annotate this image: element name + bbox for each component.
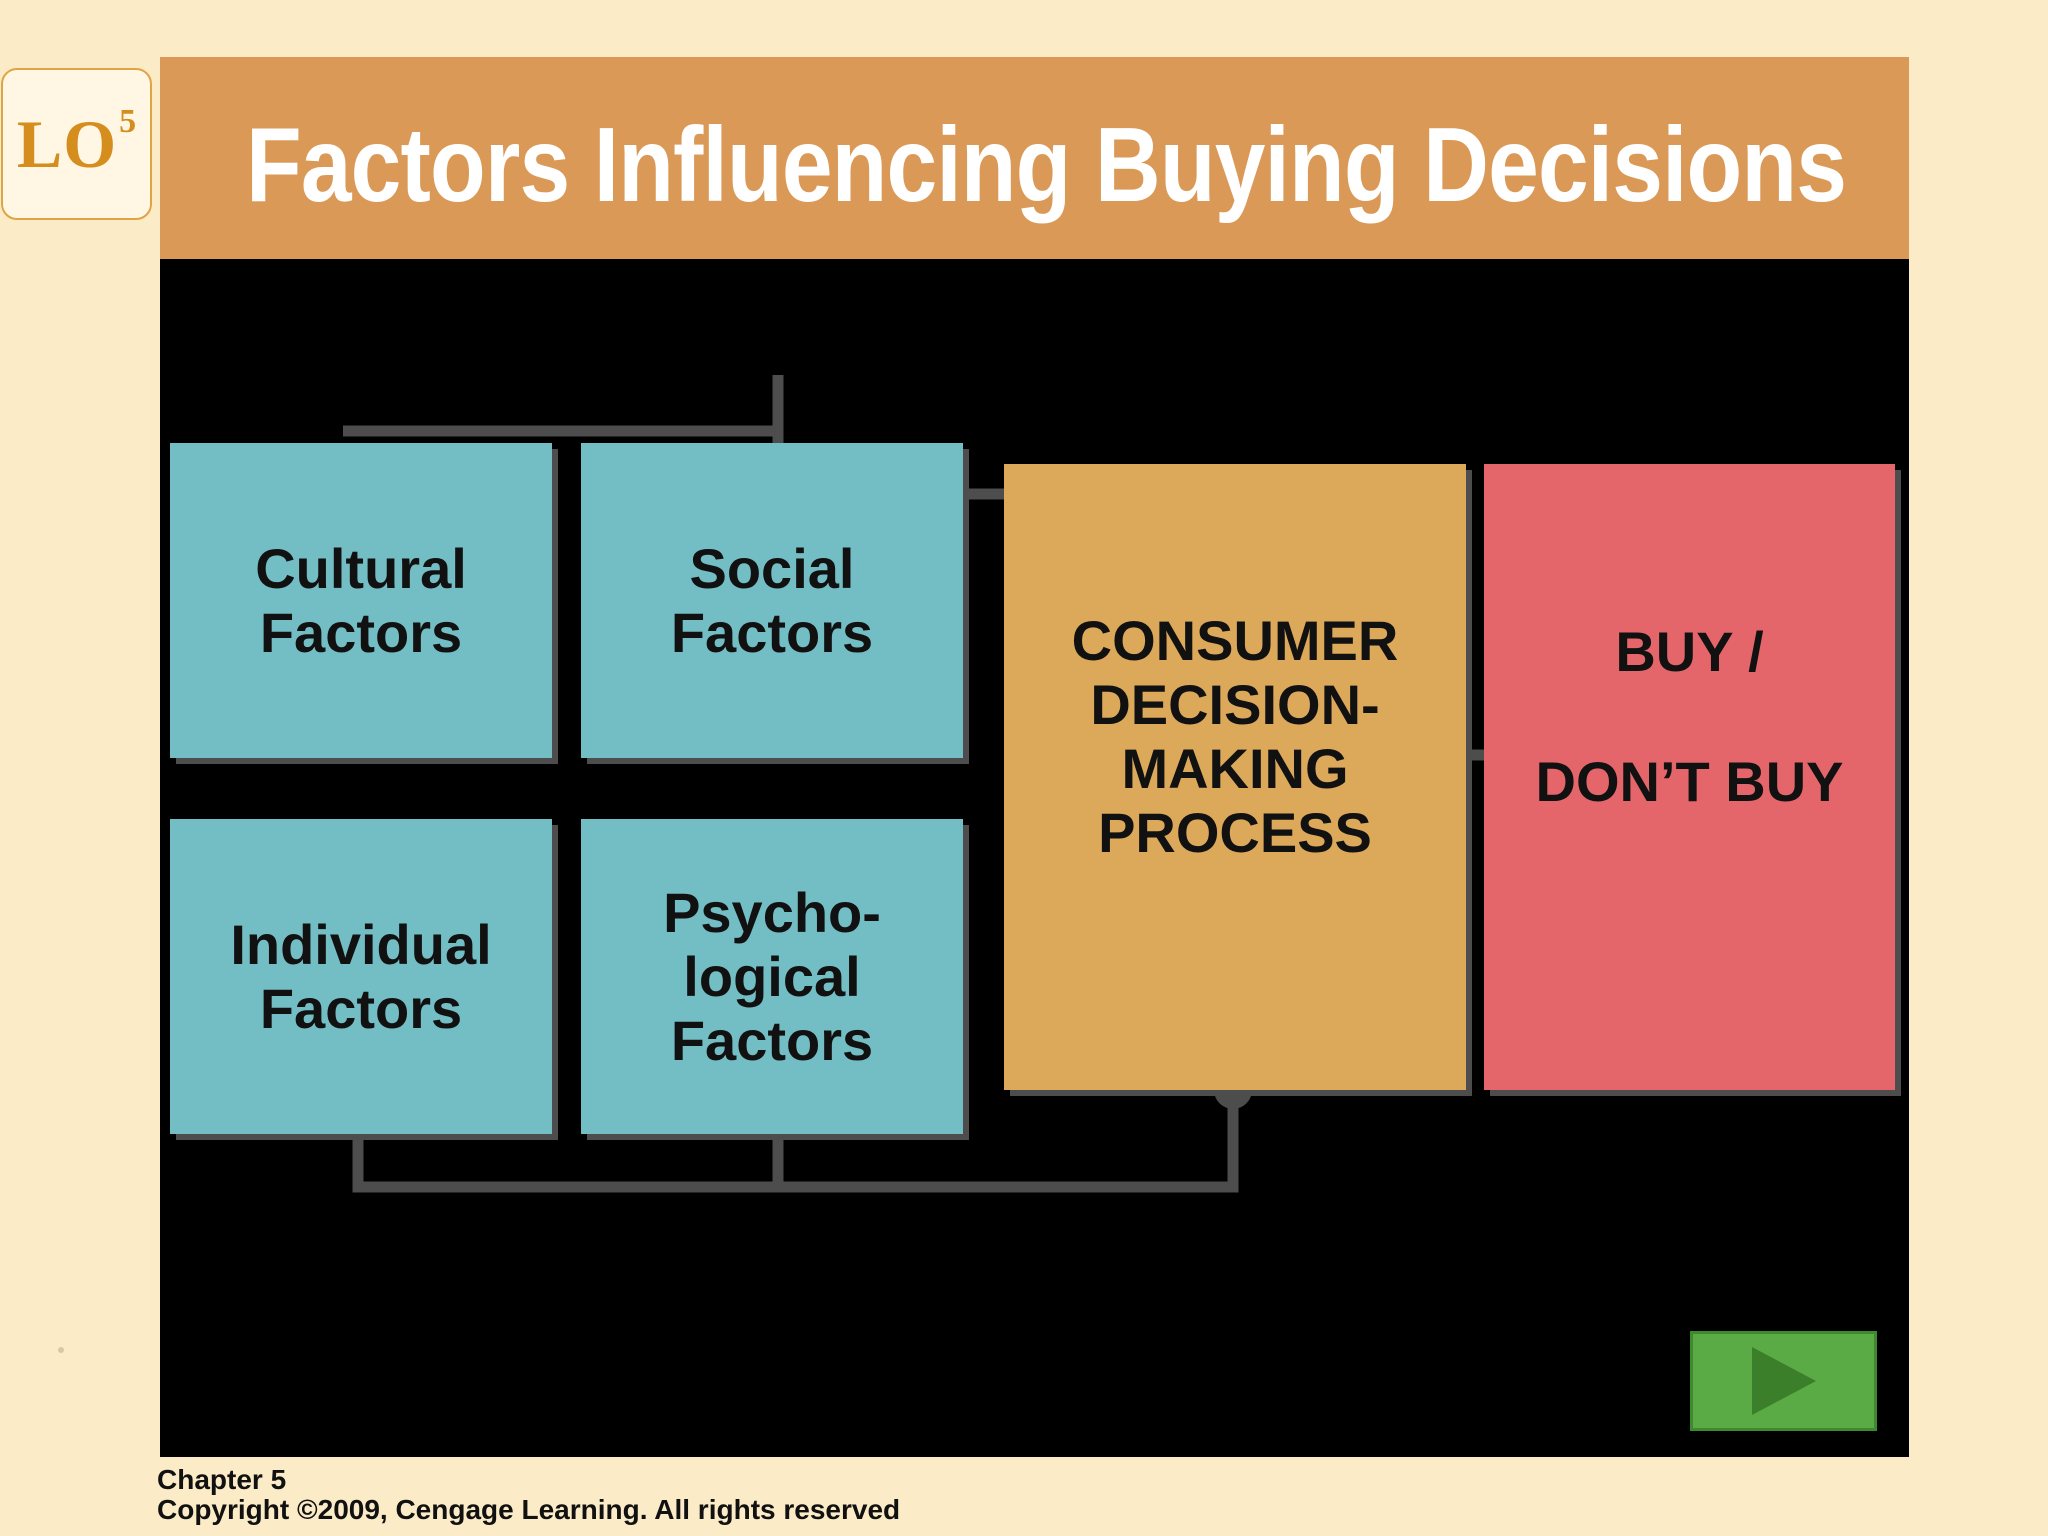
outcome-buy-label: BUY / xyxy=(1615,620,1764,683)
next-slide-button[interactable] xyxy=(1690,1331,1877,1431)
footer-copyright: Copyright ©2009, Cengage Learning. All r… xyxy=(157,1494,901,1525)
decorative-dot xyxy=(58,1347,64,1353)
outcome-box: BUY / DON’T BUY xyxy=(1484,464,1895,1090)
psychological-factors-box: Psycho- logical Factors xyxy=(581,819,963,1134)
decision-process-box: CONSUMER DECISION- MAKING PROCESS xyxy=(1004,464,1466,1090)
individual-factors-box: Individual Factors xyxy=(170,819,552,1134)
footer-chapter: Chapter 5 xyxy=(157,1464,287,1495)
outcome-dont-buy-label: DON’T BUY xyxy=(1535,750,1844,813)
play-icon xyxy=(1751,1347,1816,1415)
bottom-connector-line xyxy=(352,1090,1239,1193)
badge-number: 5 xyxy=(119,103,137,140)
header-bar xyxy=(160,57,1909,259)
page-title: Factors Influencing Buying Decisions xyxy=(246,106,1847,224)
badge-text: LO xyxy=(16,105,118,182)
cultural-factors-box: Cultural Factors xyxy=(170,443,552,758)
social-factors-box: Social Factors xyxy=(581,443,963,758)
